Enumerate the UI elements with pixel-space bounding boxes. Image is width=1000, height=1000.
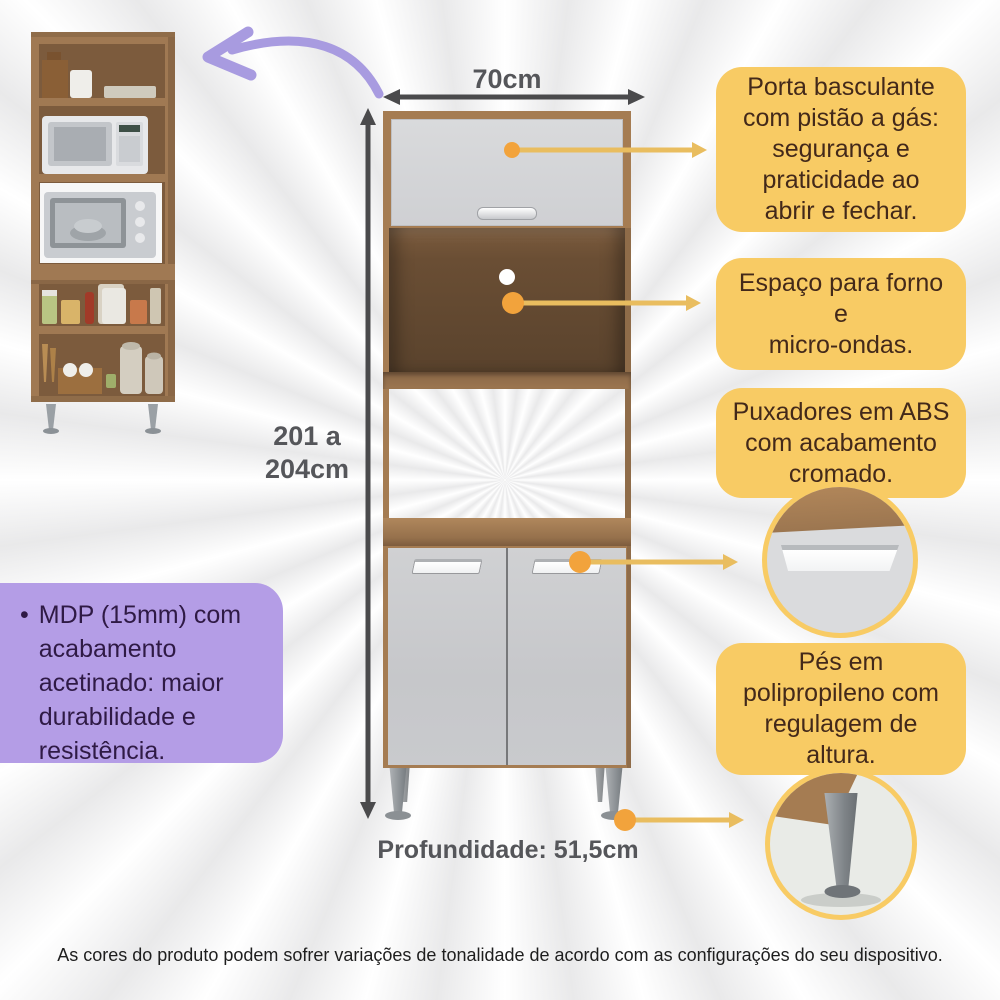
callout-handles: Puxadores em ABS com acabamento cromado. xyxy=(716,388,966,498)
callout-flip-door-text: Porta basculante com pistão a gás: segur… xyxy=(743,73,939,225)
flip-door-section xyxy=(383,111,631,228)
cabinet-diagram xyxy=(383,111,631,768)
foot-detail-leg xyxy=(824,793,858,889)
depth-dimension-label: Profundidade: 51,5cm xyxy=(377,836,639,864)
lower-door-right-handle xyxy=(531,559,603,574)
lower-door-right xyxy=(507,548,626,765)
cabinet-foot-left xyxy=(385,811,411,820)
handle-detail-photo xyxy=(762,482,918,638)
foot-detail-photo xyxy=(765,768,917,920)
lower-doors-section xyxy=(387,546,627,768)
lower-door-left-handle xyxy=(411,559,483,574)
callout-feet: Pés em polipropileno com regulagem de al… xyxy=(716,643,966,775)
height-dimension-arrow xyxy=(360,108,376,819)
material-note-bullet: • xyxy=(20,601,29,629)
photo-wood-box xyxy=(42,60,68,98)
handle-detail-chrome-handle xyxy=(781,545,899,571)
cabinet-left-frame xyxy=(383,111,389,768)
counter-band xyxy=(383,518,631,546)
photo-tray xyxy=(104,86,156,98)
lower-door-left xyxy=(388,548,507,765)
cabinet-leg-front-left xyxy=(389,768,407,813)
foot-detail-foot xyxy=(824,885,861,898)
cabinet-leg-back-left xyxy=(400,768,410,802)
flip-door xyxy=(391,119,623,226)
callout-flip-door: Porta basculante com pistão a gás: segur… xyxy=(716,67,966,232)
callout-oven-space-text: Espaço para forno e micro-ondas. xyxy=(738,268,944,359)
shelf-band xyxy=(383,372,631,389)
callout-line-feet xyxy=(614,809,744,831)
flip-door-handle xyxy=(477,207,537,220)
photo-microwave xyxy=(42,116,148,174)
photo-oven xyxy=(40,183,162,263)
color-disclaimer-text: As cores do produto podem sofrer variaçõ… xyxy=(57,945,943,965)
width-dimension-label: 70cm xyxy=(472,64,542,94)
material-note-text: MDP (15mm) com acabamento acetinado: mai… xyxy=(38,601,242,765)
handle-detail-wood-strip xyxy=(767,487,913,534)
photo-mug xyxy=(70,70,92,98)
microwave-compartment xyxy=(389,228,625,372)
foot-detail-shadow xyxy=(801,893,881,907)
purple-arrow-icon xyxy=(202,26,384,99)
photo-legs xyxy=(43,404,161,434)
product-photo xyxy=(28,26,178,438)
cabinet-leg-front-right xyxy=(605,768,623,813)
photo-canisters xyxy=(42,342,163,394)
cabinet-photo-illustration xyxy=(31,32,175,434)
callout-handles-text: Puxadores em ABS com acabamento cromado. xyxy=(732,397,950,488)
material-note-box: • MDP (15mm) com acabamento acetinado: m… xyxy=(0,583,283,765)
photo-jars xyxy=(42,284,161,324)
callout-oven-space: Espaço para forno e micro-ondas. xyxy=(716,258,966,370)
cabinet-foot-right xyxy=(601,811,627,820)
cabinet-leg-back-right xyxy=(595,768,605,802)
callout-feet-text: Pés em polipropileno com regulagem de al… xyxy=(743,648,939,769)
height-dimension-label: 201 a 204cm xyxy=(264,421,350,484)
cabinet-right-frame xyxy=(625,111,631,768)
